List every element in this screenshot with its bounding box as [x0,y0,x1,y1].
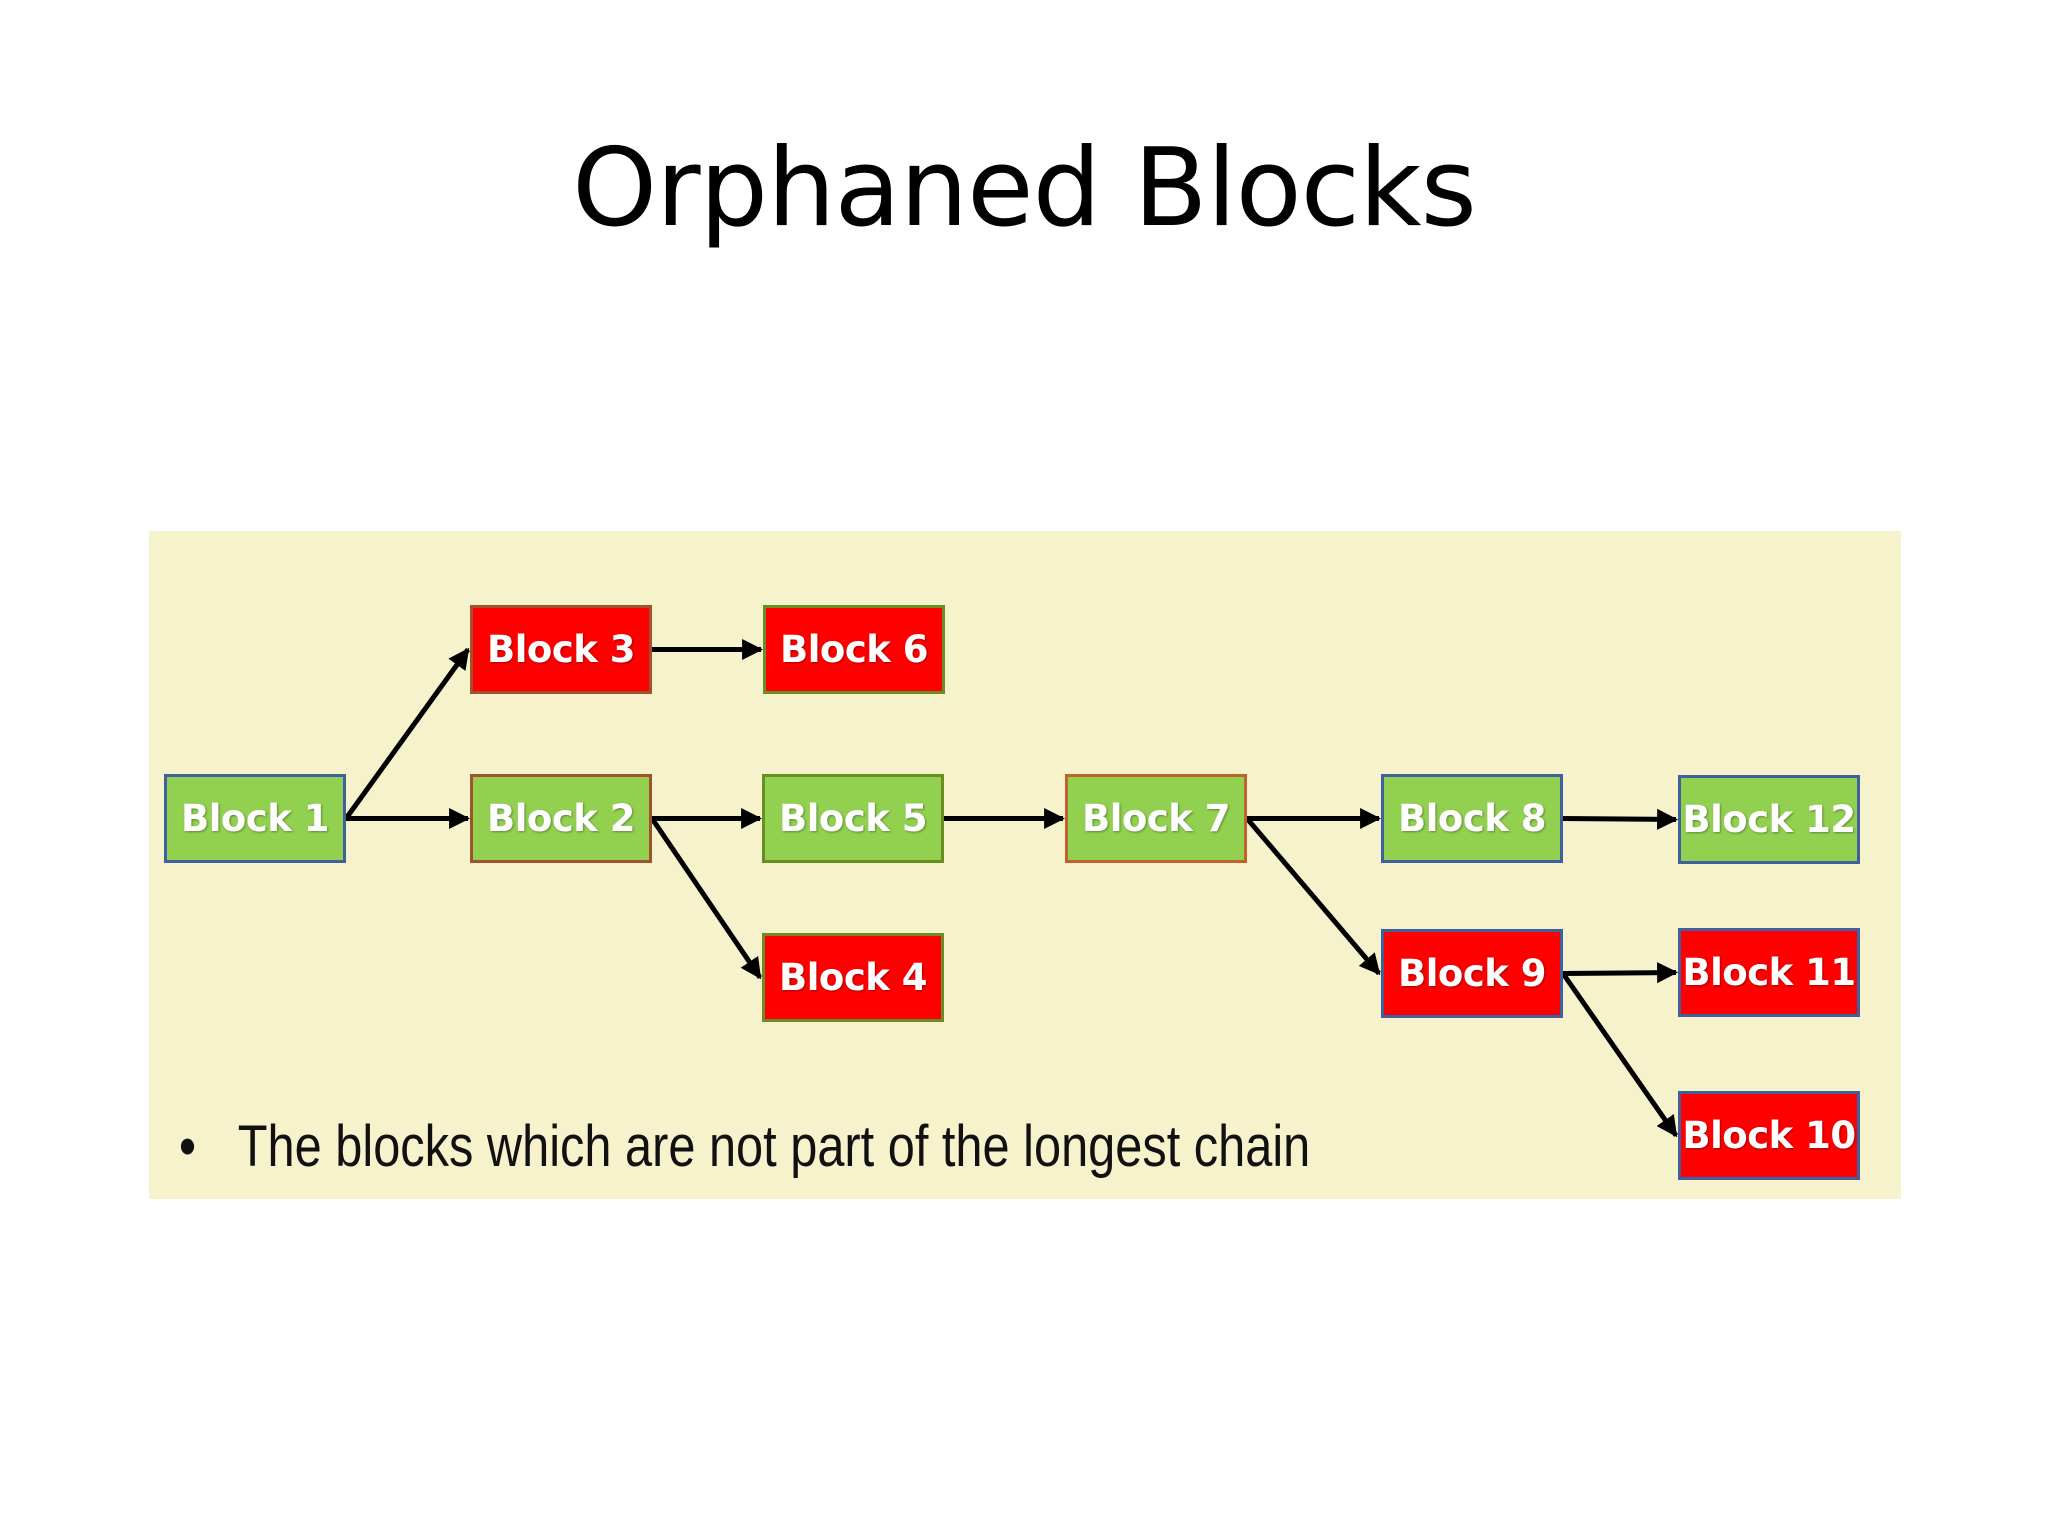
block-8-main: Block 8 [1381,774,1563,863]
block-10-orphan: Block 10 [1678,1091,1860,1180]
block-6-orphan: Block 6 [763,605,945,694]
arrow-b9-to-b10 [1560,972,1679,1138]
block-2-main: Block 2 [470,774,652,863]
block-12-main: Block 12 [1678,775,1860,864]
block-11-orphan: Block 11 [1678,928,1860,1017]
arrow-b1-to-b3 [343,647,471,820]
block-4-orphan: Block 4 [762,933,944,1022]
arrow-b7-to-b9 [1245,816,1381,976]
diagram-arrows [343,639,1679,1138]
arrow-b2-to-b4 [649,817,763,980]
block-1-main: Block 1 [164,774,346,863]
slide-title: Orphaned Blocks [572,126,1477,251]
caption-bullet: • [179,1114,197,1179]
block-7-main: Block 7 [1065,774,1247,863]
diagram-caption: • The blocks which are not part of the lo… [179,1113,1310,1180]
arrow-b9-to-b11 [1562,962,1679,984]
caption-text: The blocks which are not part of the lon… [237,1114,1311,1179]
blockchain-diagram: Block 1 Block 2 Block 3 Block 4 Block 5 Block… [149,531,1901,1199]
arrow-b8-to-b12 [1562,808,1679,830]
block-3-orphan: Block 3 [470,605,652,694]
block-5-main: Block 5 [762,774,944,863]
block-9-orphan: Block 9 [1381,929,1563,1018]
